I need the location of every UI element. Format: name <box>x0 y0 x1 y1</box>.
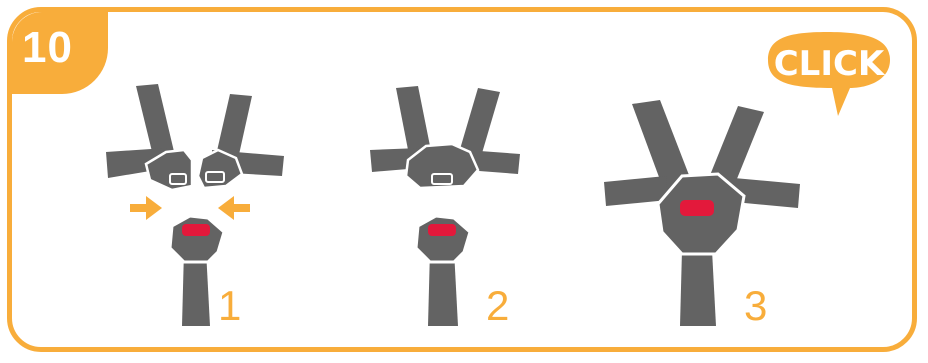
step2-illustration <box>370 86 520 326</box>
instruction-frame <box>7 7 917 352</box>
step-number-2: 2 <box>486 282 510 329</box>
step1-illustration <box>106 84 284 326</box>
step1-left-shoulder-strap <box>136 84 176 168</box>
step2-right-shoulder-strap <box>458 88 500 160</box>
step-badge <box>12 12 108 94</box>
buckle-clicked-icon <box>656 172 746 256</box>
step2-buckle-button <box>428 224 456 236</box>
step3-illustration <box>604 100 800 326</box>
step3-right-hip-strap <box>734 178 800 208</box>
step1-buckle <box>168 214 226 264</box>
step3-left-hip-strap <box>604 176 668 206</box>
step2-joined-tongues <box>404 142 480 190</box>
speech-bubble-icon <box>768 32 890 116</box>
arrow-left-icon <box>218 196 250 220</box>
step2-right-hip-strap <box>466 150 520 174</box>
click-callout: CLICK <box>773 44 885 84</box>
arrow-right-icon <box>130 196 162 220</box>
step1-buckle-button <box>182 224 210 236</box>
step1-crotch-strap <box>182 250 210 326</box>
step2-left-shoulder-strap <box>396 86 432 160</box>
step3-buckle-button <box>680 200 714 216</box>
step1-right-tongue <box>196 148 244 190</box>
step3-crotch-strap <box>680 250 716 326</box>
step3-left-shoulder-strap <box>632 100 694 196</box>
step1-left-tongue <box>144 148 194 192</box>
step2-crotch-strap <box>428 250 458 326</box>
step1-right-shoulder-strap <box>214 94 252 168</box>
step-number-1: 1 <box>218 282 242 329</box>
step-badge-number: 10 <box>22 23 73 72</box>
step-number-3: 3 <box>744 282 768 329</box>
step2-buckle <box>414 214 472 264</box>
